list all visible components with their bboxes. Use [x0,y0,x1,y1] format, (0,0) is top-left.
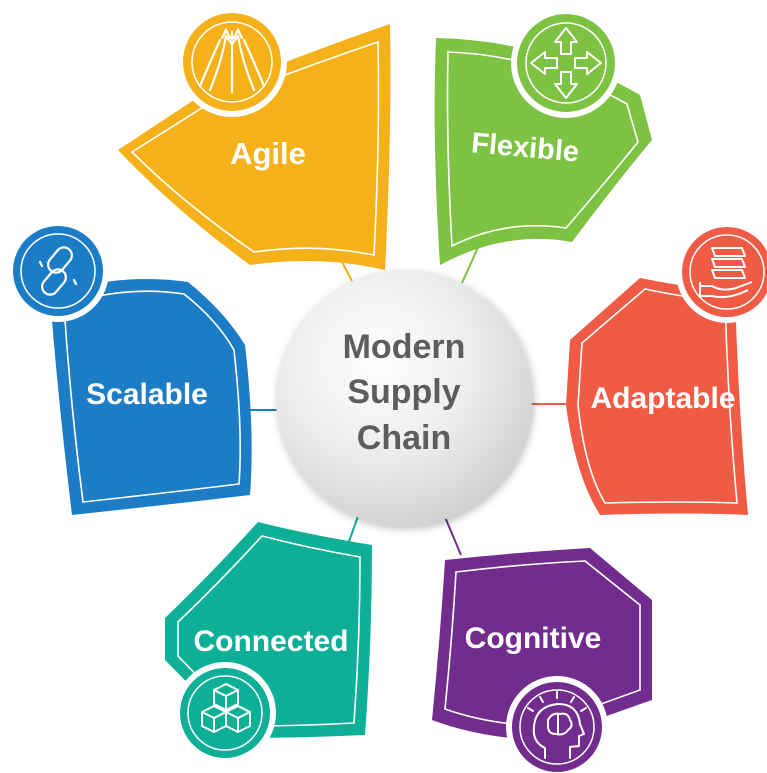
cubes-icon [174,662,276,764]
center-hub: Modern Supply Chain [276,270,532,526]
four-direction-arrows-icon [511,8,621,118]
fountain-icon [177,7,287,117]
center-title-line-2: Supply [347,373,460,411]
segment-label-adaptable: Adaptable [590,382,735,415]
hand-holding-stack-icon [676,221,767,323]
chain-link-icon [7,220,109,322]
center-title-line-3: Chain [357,419,451,457]
segment-label-agile: Agile [230,136,306,171]
center-title-line-1: Modern [343,328,466,366]
segment-scalable: Scalable [50,278,252,515]
head-brain-icon [506,676,608,773]
segment-adaptable: Adaptable [566,278,748,515]
segment-label-connected: Connected [193,625,348,658]
segment-label-cognitive: Cognitive [465,622,602,655]
segment-agile: Agile [118,24,391,270]
segment-label-scalable: Scalable [86,378,208,411]
